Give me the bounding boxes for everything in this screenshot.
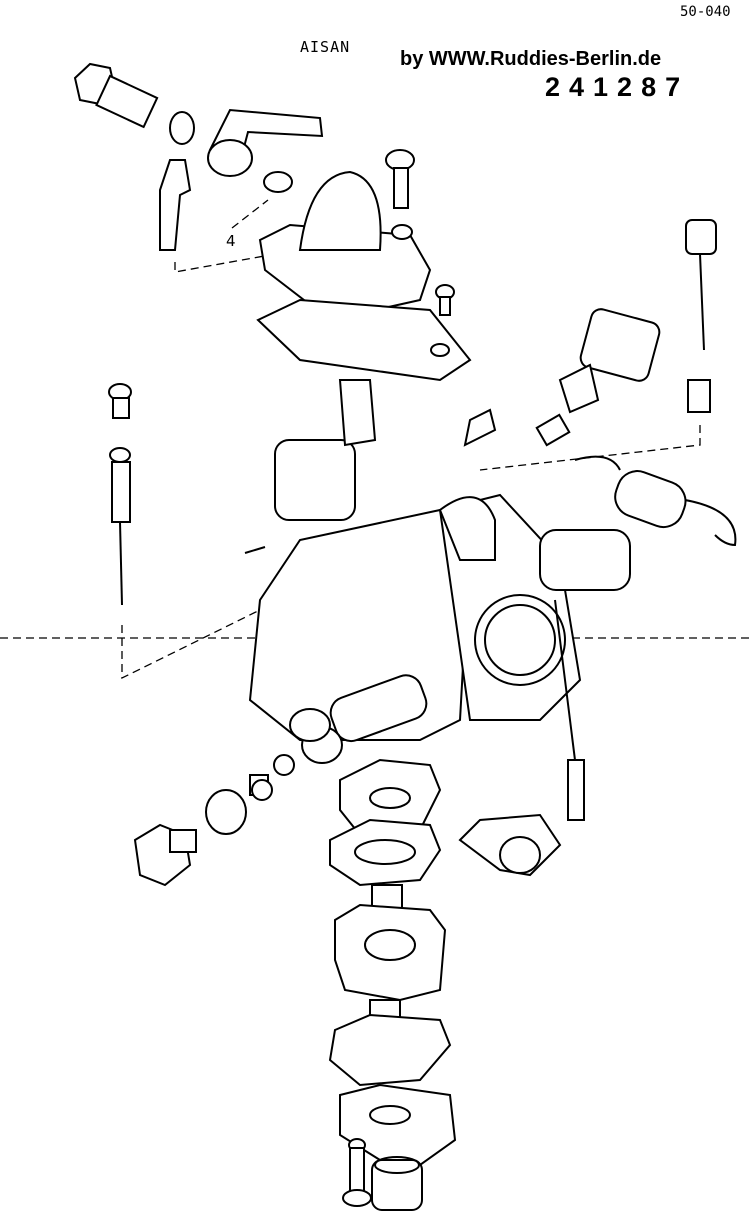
gasket-ring: [263, 171, 293, 193]
callout-4: 4: [226, 232, 236, 250]
lock-washer: [430, 343, 450, 357]
pin: [244, 546, 266, 554]
leader-line: [121, 604, 271, 680]
screw: [385, 149, 415, 209]
check-valve: [371, 1156, 423, 1211]
plug-washer: [205, 789, 247, 835]
drain-plug: [133, 823, 197, 887]
lock-washer: [391, 224, 413, 240]
diaphragm-center: [354, 839, 416, 865]
leader-line: [174, 254, 271, 273]
cover-gasket: [256, 298, 472, 382]
washer: [169, 111, 195, 145]
small-screw: [249, 774, 273, 801]
part-number: 241287: [545, 72, 690, 102]
fuel-inlet-elbow: [207, 108, 324, 177]
brand-label: AISAN: [300, 38, 351, 56]
spring: [687, 379, 711, 413]
carburetor-body: [248, 379, 631, 764]
pump-diaphragm: [328, 1013, 452, 1087]
bracket: [159, 159, 192, 251]
leader-line: [231, 199, 269, 229]
pump-cover: [339, 1083, 457, 1167]
bracket-tab: [463, 408, 497, 447]
cover-bolt: [342, 1138, 372, 1207]
linkage-rod: [554, 599, 585, 821]
return-spring: [574, 455, 737, 547]
pump-housing: [334, 903, 447, 1002]
small-washer: [273, 754, 295, 776]
jet-screw: [108, 383, 132, 419]
screw-small: [435, 284, 455, 316]
banjo-bolt: [73, 62, 159, 129]
adjusting-needle: [685, 219, 717, 351]
diaphragm: [329, 818, 442, 887]
fuel-cut-solenoid: [535, 308, 661, 447]
leader-line: [479, 425, 701, 471]
throttle-lever: [458, 813, 562, 877]
gasket-hole: [369, 787, 411, 809]
page-code: 50-040: [680, 4, 731, 20]
top-cover: [258, 170, 432, 322]
idle-jet: [109, 447, 131, 606]
watermark-text: by WWW.Ruddies-Berlin.de: [400, 48, 662, 70]
gasket-plate: [339, 758, 442, 837]
